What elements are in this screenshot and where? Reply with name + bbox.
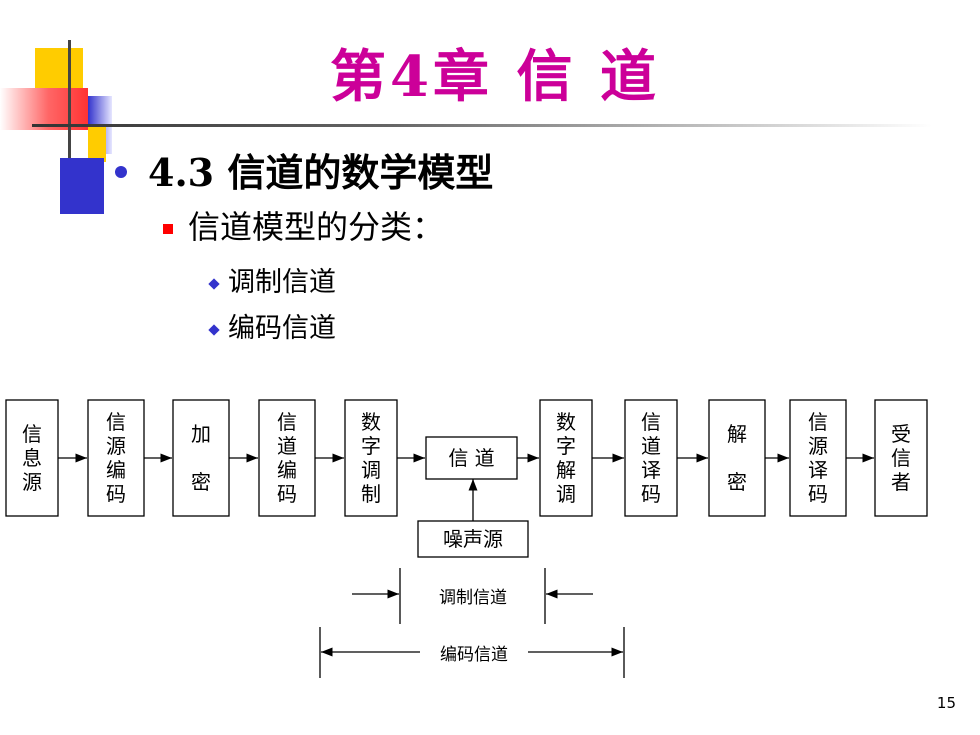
receiver-label: 受信者 xyxy=(891,422,911,494)
bullet-diamond-icon xyxy=(208,278,220,290)
title-underline xyxy=(32,124,932,127)
section-heading: 4.3 信道的数学模型 xyxy=(148,150,493,196)
slide-title: 第4章 信 道 xyxy=(330,44,660,110)
noise-source-box xyxy=(417,520,529,558)
channel-box xyxy=(425,436,518,480)
deco-yellow-small xyxy=(88,126,106,162)
bullet-dot-icon xyxy=(115,166,127,178)
source-decoding-label: 信源译码 xyxy=(808,410,828,506)
source-encoding-box xyxy=(87,399,145,517)
digital-demodulation-label: 数字解调 xyxy=(556,410,576,506)
noise-source-label: 噪声源 xyxy=(443,527,503,551)
list-item-modulation-channel: 调制信道 xyxy=(228,267,336,298)
channel-encoding-label: 信道编码 xyxy=(277,410,297,506)
section-number: 4.3 xyxy=(148,150,215,195)
source-encoding-label: 信源编码 xyxy=(106,410,126,506)
digital-modulation-label: 数字调制 xyxy=(361,410,381,506)
channel-block-diagram: 信息源 信源编码 加密 信道编码 数字调制 信 道 数字解调 信道译码 解密 信源译码 受信者 噪声… xyxy=(5,399,928,678)
encryption-box xyxy=(172,399,230,517)
receiver-box xyxy=(874,399,928,517)
bullet-diamond-icon xyxy=(208,324,220,336)
decryption-label: 解密 xyxy=(727,422,747,494)
info-source-label: 信息源 xyxy=(22,422,42,494)
decryption-box xyxy=(708,399,766,517)
channel-decoding-box xyxy=(624,399,678,517)
page-number: 15 xyxy=(936,694,956,712)
deco-red-gradient-bar xyxy=(0,88,88,130)
sub-heading: 信道模型的分类： xyxy=(188,208,445,246)
coding-channel-label: 编码信道 xyxy=(440,645,508,665)
list-item-coding-channel: 编码信道 xyxy=(228,313,336,344)
bullet-square-icon xyxy=(163,224,173,234)
channel-decoding-label: 信道译码 xyxy=(641,410,661,506)
section-heading-text: 信道的数学模型 xyxy=(227,151,494,195)
modulation-channel-label: 调制信道 xyxy=(439,588,507,608)
deco-vertical-line xyxy=(68,40,71,158)
deco-blue-square xyxy=(60,158,104,214)
digital-demodulation-box xyxy=(539,399,593,517)
channel-label: 信 道 xyxy=(448,446,494,470)
encryption-label: 加密 xyxy=(191,422,211,494)
